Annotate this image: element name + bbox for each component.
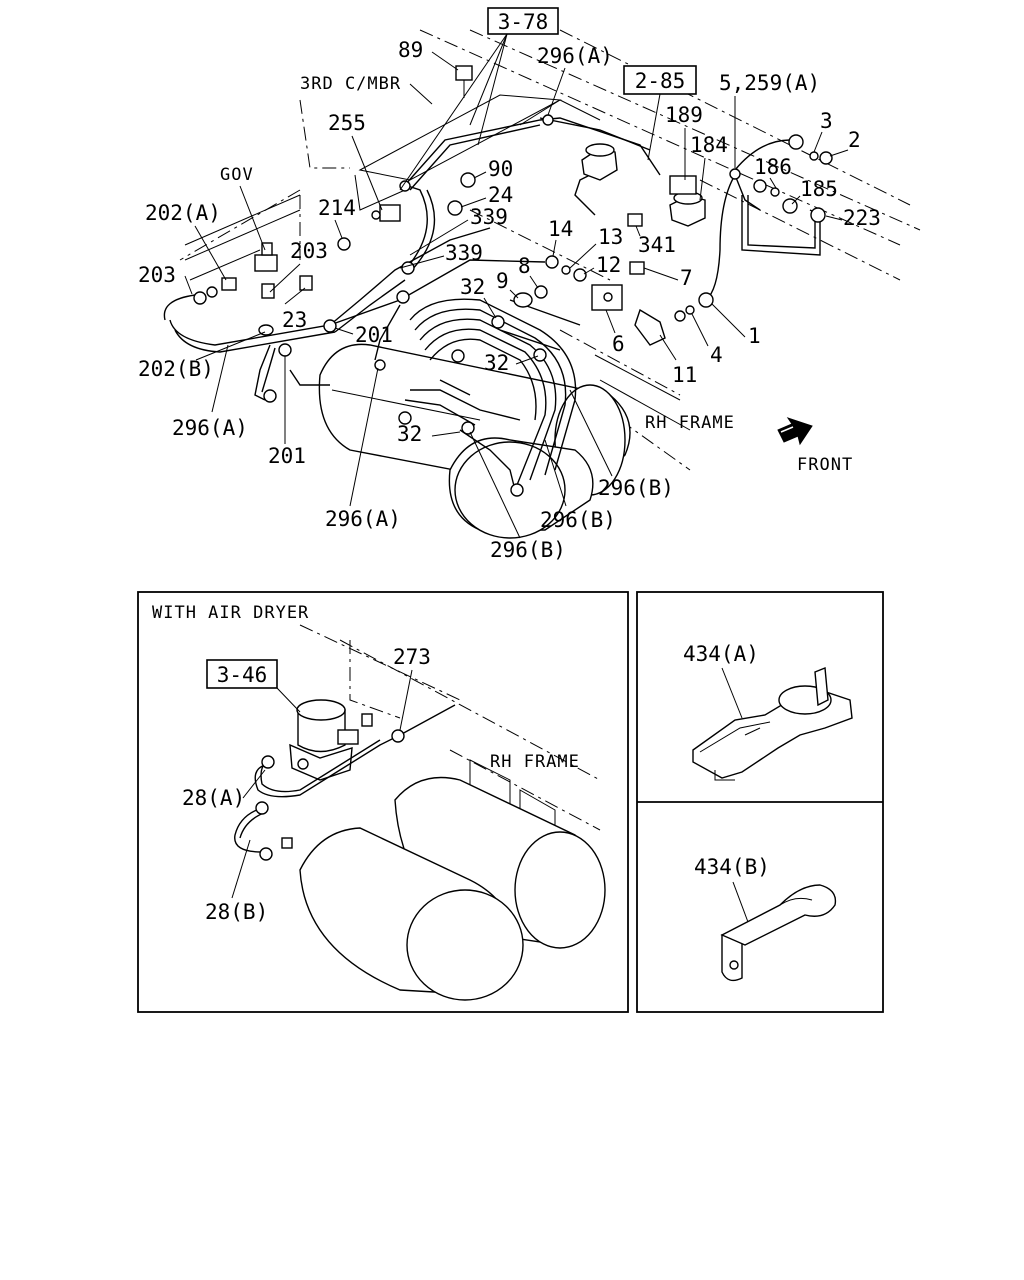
callout-184: 184 — [690, 133, 728, 157]
callout-8: 8 — [518, 254, 531, 278]
rh-frame-label-dryer: RH FRAME — [490, 752, 580, 772]
callout-341: 341 — [638, 233, 676, 257]
air-dryer-unit — [289, 699, 359, 781]
ref-box-label: 3-46 — [217, 663, 268, 687]
governor-label: GOV — [220, 165, 254, 185]
clip-434a — [692, 667, 853, 781]
callout-296b-right: 296(B) — [598, 476, 674, 500]
air-tanks — [318, 343, 631, 539]
callouts: 89 296(A) 5,259(A) 255 189 3 2 90 184 18… — [138, 38, 881, 562]
ref-box-label: 3-78 — [498, 10, 549, 34]
air-dryer-title: WITH AIR DRYER — [152, 603, 309, 623]
frame-structure — [179, 29, 921, 471]
callout-255: 255 — [328, 111, 366, 135]
main-diagram: 3-78 2-85 3RD C/MBR GOV RH FRAME FRONT 8… — [138, 7, 921, 562]
callout-90: 90 — [488, 157, 513, 181]
callout-13: 13 — [598, 225, 623, 249]
callout-203-upper: 203 — [290, 239, 328, 263]
air-pipes — [163, 117, 821, 491]
callout-223: 223 — [843, 206, 881, 230]
callout-7: 7 — [680, 266, 693, 290]
callout-23: 23 — [282, 308, 307, 332]
rh-frame-label: RH FRAME — [645, 413, 735, 433]
callout-296a-top: 296(A) — [537, 44, 613, 68]
callout-296b-bottom: 296(B) — [490, 538, 566, 562]
callout-32-upper: 32 — [460, 275, 485, 299]
callout-28a: 28(A) — [182, 786, 245, 810]
callout-434b: 434(B) — [694, 855, 770, 879]
callout-11: 11 — [672, 363, 697, 387]
callout-189: 189 — [665, 103, 703, 127]
callout-186: 186 — [754, 155, 792, 179]
callout-5-259a: 5,259(A) — [719, 71, 820, 95]
callout-202a: 202(A) — [145, 201, 221, 225]
callout-214: 214 — [318, 196, 356, 220]
callout-201-upper: 201 — [355, 323, 393, 347]
front-label: FRONT — [797, 455, 853, 475]
callout-24: 24 — [488, 183, 513, 207]
callout-9: 9 — [496, 269, 509, 293]
callout-339-lower: 339 — [445, 241, 483, 265]
callout-6: 6 — [612, 332, 625, 356]
callout-273: 273 — [393, 645, 431, 669]
callout-2: 2 — [848, 128, 861, 152]
callout-32-lower: 32 — [397, 422, 422, 446]
crossmember-label: 3RD C/MBR — [300, 74, 401, 94]
callout-3: 3 — [820, 109, 833, 133]
air-dryer-panel: WITH AIR DRYER — [137, 591, 629, 1013]
ref-box-2-85[interactable]: 2-85 — [623, 65, 697, 95]
callout-434a: 434(A) — [683, 642, 759, 666]
callout-185: 185 — [800, 177, 838, 201]
ref-box-label: 2-85 — [635, 69, 686, 93]
callout-89: 89 — [398, 38, 423, 62]
detail-panels: 434(A) 434(B) — [636, 591, 884, 1013]
callout-28b: 28(B) — [205, 900, 268, 924]
callout-4: 4 — [710, 343, 723, 367]
callout-1: 1 — [748, 324, 761, 348]
bracket-434b — [720, 884, 837, 982]
callout-12: 12 — [596, 253, 621, 277]
callout-296a-bottom: 296(A) — [325, 507, 401, 531]
callout-202b: 202(B) — [138, 357, 214, 381]
ref-box-3-78[interactable]: 3-78 — [487, 7, 559, 35]
callout-14: 14 — [548, 217, 573, 241]
callout-339-upper: 339 — [470, 205, 508, 229]
callout-203-left: 203 — [138, 263, 176, 287]
callout-296a-left: 296(A) — [172, 416, 248, 440]
callout-296b-middle: 296(B) — [540, 508, 616, 532]
callout-201-lower: 201 — [268, 444, 306, 468]
ref-box-3-46[interactable]: 3-46 — [206, 659, 278, 689]
callout-32-middle: 32 — [484, 351, 509, 375]
front-arrow-icon — [777, 417, 813, 446]
valves-fittings — [193, 65, 833, 497]
